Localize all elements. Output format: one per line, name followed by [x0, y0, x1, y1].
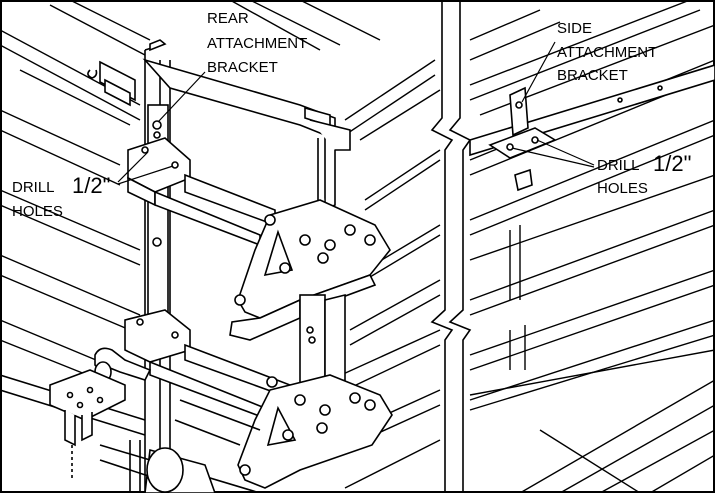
- side-lower-structure: [469, 225, 715, 493]
- lower-gusset-plate: [237, 374, 393, 489]
- leader-lines: [117, 41, 595, 185]
- rear-label-line1: REAR: [207, 10, 249, 27]
- rear-label-line3: BRACKET: [207, 59, 278, 76]
- side-label-line2: ATTACHMENT: [557, 44, 657, 61]
- side-bracket-label: SIDE ATTACHMENT BRACKET: [557, 20, 657, 84]
- lower-cylinder: [129, 440, 216, 493]
- left-drill-label: DRILL 1/2" HOLES: [12, 173, 110, 220]
- right-drill-size: 1/2": [653, 151, 691, 176]
- left-holes-word: HOLES: [12, 203, 63, 220]
- side-attachment-bracket: [488, 86, 557, 192]
- upper-frame-arm: [142, 58, 351, 212]
- upper-rear-plate: [127, 137, 276, 247]
- middle-column: [299, 293, 346, 391]
- side-label-line1: SIDE: [557, 20, 592, 37]
- right-holes-word: HOLES: [597, 180, 648, 197]
- rear-bracket-label: REAR ATTACHMENT BRACKET: [207, 10, 307, 76]
- rear-label-line2: ATTACHMENT: [207, 35, 307, 52]
- side-label-line3: BRACKET: [557, 67, 628, 84]
- hook-hardware: [87, 60, 136, 107]
- lower-rear-plate: [124, 309, 291, 422]
- left-drill-word: DRILL: [12, 179, 55, 196]
- side-wall-planks: [469, 0, 715, 411]
- right-drill-word: DRILL: [597, 157, 640, 174]
- left-drill-size: 1/2": [72, 173, 110, 198]
- latch-handle: [49, 347, 152, 480]
- right-drill-label: DRILL 1/2" HOLES: [597, 151, 691, 197]
- break-line-left: [430, 0, 472, 493]
